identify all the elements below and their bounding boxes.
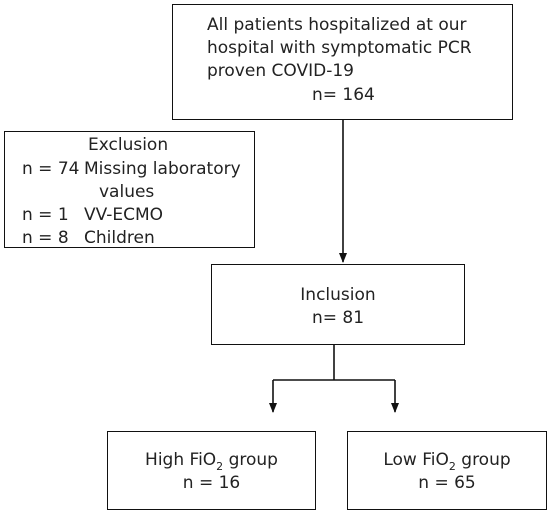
- exclusion-reason-1-cont: values: [99, 182, 155, 202]
- inclusion-title: Inclusion: [300, 285, 376, 305]
- high-fio2-group-count: n = 16: [182, 473, 241, 493]
- start-line-1: All patients hospitalized at our: [207, 15, 467, 35]
- exclusion-n-3: n = 8: [22, 228, 69, 248]
- exclusion-reason-2: VV-ECMO: [84, 205, 164, 225]
- exclusion-reason-1: Missing laboratory: [84, 159, 241, 179]
- high-fio2-group-label: High FiO2 group: [145, 450, 278, 473]
- exclusion-n-2: n = 1: [22, 205, 69, 225]
- low-fio2-group-label: Low FiO2 group: [383, 450, 511, 473]
- exclusion-box: [4, 131, 255, 248]
- inclusion-count: n= 81: [311, 308, 365, 328]
- start-line-3: proven COVID-19: [207, 61, 354, 81]
- start-count: n= 164: [312, 85, 375, 105]
- arrowhead-low-group: [391, 403, 399, 413]
- high-fio2-group-box: [107, 431, 316, 510]
- low-fio2-group-count: n = 65: [418, 473, 476, 493]
- arrowhead-high-group: [269, 403, 277, 413]
- start-line-2: hospital with symptomatic PCR: [207, 38, 472, 58]
- exclusion-reason-3: Children: [84, 228, 155, 248]
- exclusion-n-1: n = 74: [22, 159, 80, 179]
- start-box: [172, 4, 513, 120]
- low-fio2-group-box: [347, 431, 547, 510]
- exclusion-title: Exclusion: [88, 135, 169, 155]
- inclusion-box: [211, 264, 465, 345]
- arrowhead-inclusion: [339, 253, 347, 263]
